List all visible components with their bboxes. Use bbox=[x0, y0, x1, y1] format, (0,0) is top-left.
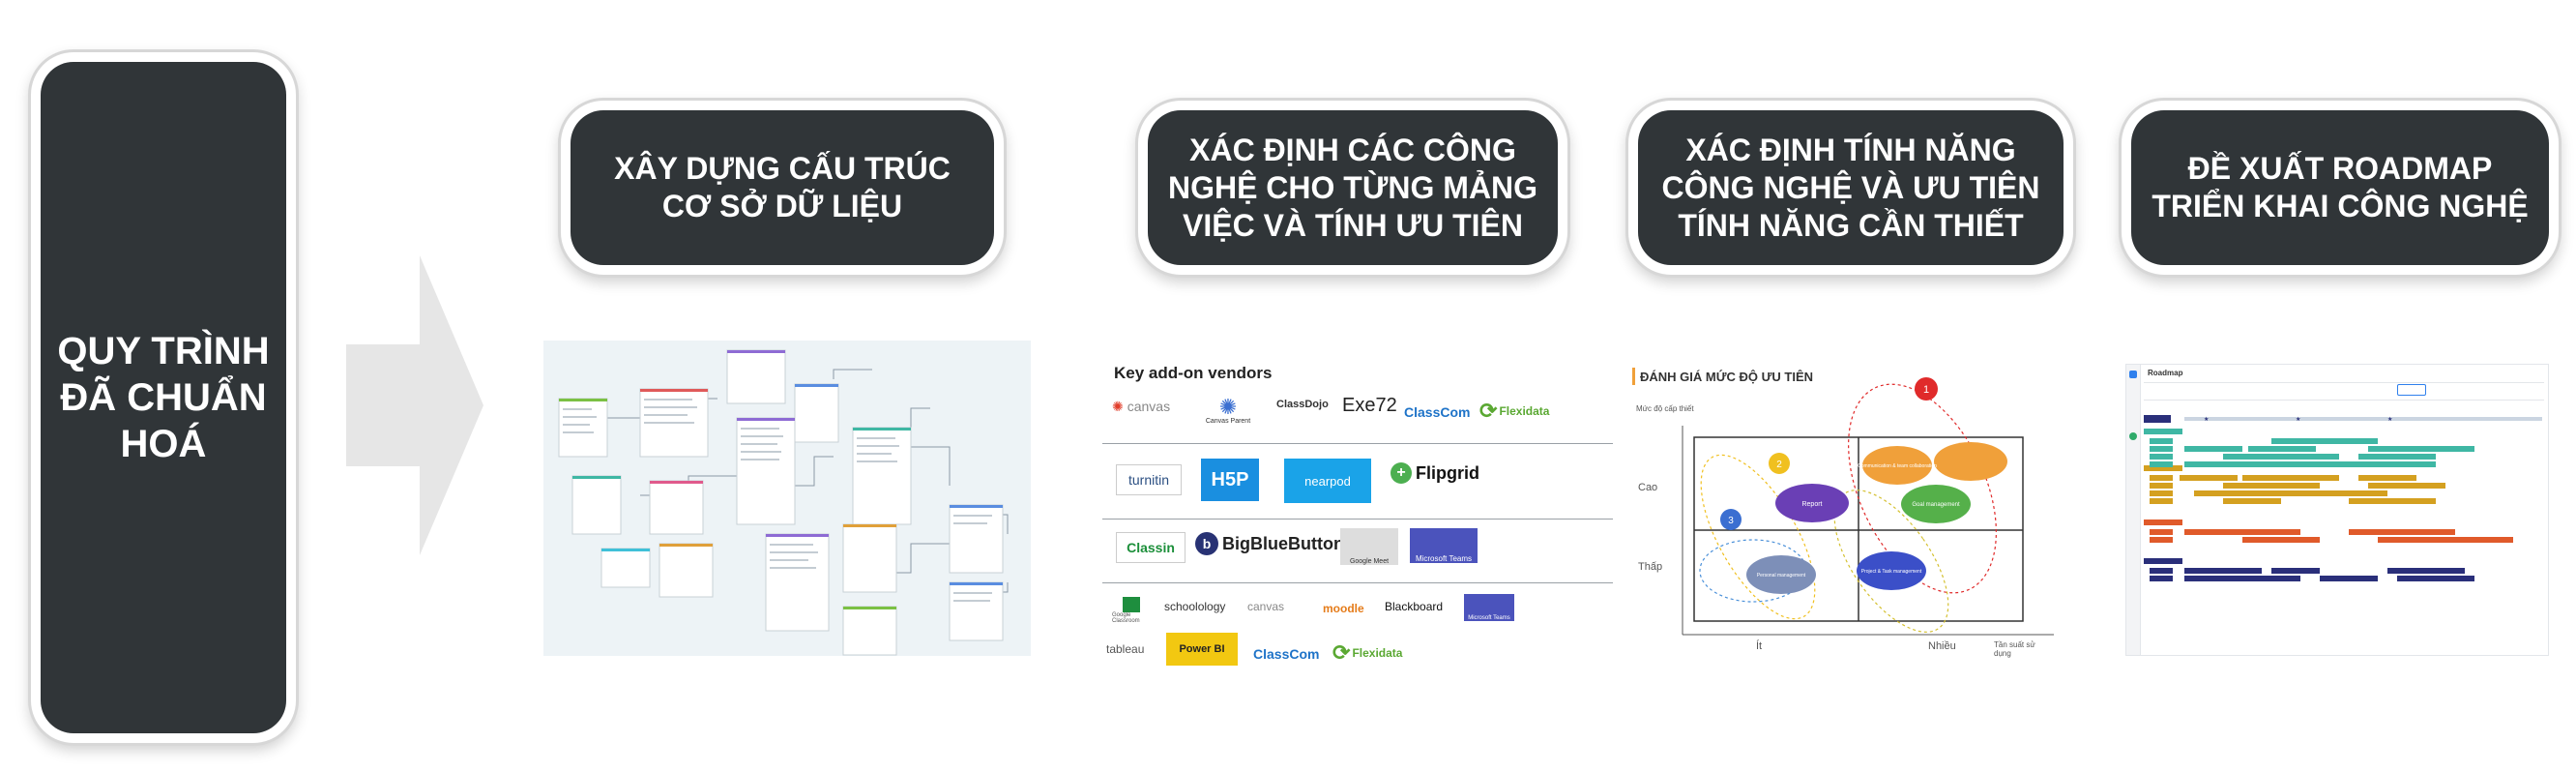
step-1-label: XÂY DỰNG CẤU TRÚC CƠ SỞ DỮ LIỆU bbox=[614, 151, 951, 223]
vendor-flexidata-2: ⟳Flexidata bbox=[1332, 640, 1403, 665]
vendor-classcom: ClassCom bbox=[1404, 404, 1471, 420]
vendor-canvas-2: canvas bbox=[1247, 600, 1285, 613]
process-arrow-icon bbox=[346, 255, 483, 555]
canvas-parent-icon: ✺ bbox=[1218, 394, 1238, 419]
vendor-power-bi: Power BI bbox=[1166, 633, 1238, 666]
svg-text:★: ★ bbox=[2387, 416, 2392, 423]
vendor-blackboard: Blackboard bbox=[1385, 600, 1444, 613]
matrix-group-3: 3 bbox=[1728, 516, 1734, 526]
vendor-moodle: moodle bbox=[1323, 602, 1364, 615]
matrix-node-communication: Communication & team collaboration bbox=[1858, 463, 1937, 469]
matrix-node-project: Project & Task management bbox=[1861, 569, 1922, 575]
vendors-thumbnail: Key add-on vendors ✺canvas ✺Canvas Paren… bbox=[1102, 356, 1613, 675]
step-2-label: XÁC ĐỊNH CÁC CÔNG NGHỆ CHO TỪNG MẢNG VIỆ… bbox=[1167, 132, 1538, 243]
flexidata-icon: ⟳ bbox=[1479, 399, 1498, 423]
canvas-icon: ✺ bbox=[1112, 398, 1124, 414]
matrix-x-axis-label: Tần suất sử dụng bbox=[1994, 640, 2035, 658]
matrix-y-axis-label: Mức độ cấp thiết bbox=[1636, 404, 1694, 413]
flexidata-icon: ⟳ bbox=[1332, 640, 1351, 665]
step-1-box: XÂY DỰNG CẤU TRÚC CƠ SỞ DỮ LIỆU bbox=[571, 110, 994, 265]
matrix-node-report: Report bbox=[1801, 501, 1822, 508]
roadmap-title: Roadmap bbox=[2148, 369, 2183, 377]
step-4-label: ĐỀ XUẤT ROADMAP TRIỂN KHAI CÔNG NGHỆ bbox=[2152, 151, 2529, 223]
step-3-box: XÁC ĐỊNH TÍNH NĂNG CÔNG NGHỆ VÀ ƯU TIÊN … bbox=[1638, 110, 2064, 265]
vendor-tableau: tableau bbox=[1106, 642, 1145, 656]
roadmap-add-button[interactable] bbox=[2397, 384, 2426, 396]
vendor-microsoft-teams-2: Microsoft Teams bbox=[1464, 594, 1514, 621]
step-3-label: XÁC ĐỊNH TÍNH NĂNG CÔNG NGHỆ VÀ ƯU TIÊN … bbox=[1661, 132, 2040, 243]
matrix-x-high: Nhiều bbox=[1928, 640, 1956, 652]
vendor-canvas: ✺canvas bbox=[1112, 398, 1171, 415]
database-erd-thumbnail bbox=[543, 341, 1031, 656]
matrix-group-1: 1 bbox=[1923, 384, 1929, 396]
vendor-schoolology: schoolology bbox=[1164, 600, 1226, 613]
priority-matrix-thumbnail: ĐÁNH GIÁ MỨC ĐỘ ƯU TIÊN Mức độ cấp thiết… bbox=[1632, 368, 2054, 658]
vendor-google-meet: Google Meet bbox=[1340, 528, 1398, 565]
roadmap-gantt: ★ ★ ★ bbox=[2144, 415, 2542, 581]
vendor-nearpod: nearpod bbox=[1284, 459, 1371, 503]
main-process-box: QUY TRÌNH ĐÃ CHUẨN HOÁ bbox=[41, 62, 286, 733]
vendors-title: Key add-on vendors bbox=[1114, 364, 1273, 382]
svg-text:★: ★ bbox=[2296, 416, 2300, 423]
vendor-classcom-2: ClassCom bbox=[1253, 646, 1320, 662]
svg-text:★: ★ bbox=[2204, 416, 2209, 423]
vendor-divider bbox=[1102, 443, 1613, 444]
main-process-title: QUY TRÌNH ĐÃ CHUẨN HOÁ bbox=[57, 330, 270, 465]
flipgrid-icon: + bbox=[1390, 462, 1412, 484]
matrix-grid: 1 2 3 Report Communication & team collab… bbox=[1682, 377, 2054, 636]
matrix-node-goal: Goal management bbox=[1912, 502, 1960, 508]
roadmap-avatar bbox=[2129, 432, 2137, 440]
roadmap-thumbnail: Roadmap ★ ★ ★ bbox=[2125, 364, 2549, 656]
vendor-classin: Classin bbox=[1116, 532, 1186, 563]
matrix-node-personal: Personal management bbox=[1757, 573, 1806, 579]
vendor-h5p: H5P bbox=[1201, 459, 1259, 501]
google-classroom-icon bbox=[1123, 597, 1140, 612]
matrix-title: ĐÁNH GIÁ MỨC ĐỘ ƯU TIÊN bbox=[1640, 370, 1814, 384]
matrix-group-2: 2 bbox=[1776, 460, 1782, 470]
matrix-title-accent bbox=[1632, 368, 1635, 385]
step-2-box: XÁC ĐỊNH CÁC CÔNG NGHỆ CHO TỪNG MẢNG VIỆ… bbox=[1148, 110, 1558, 265]
vendor-classdojo: ClassDojo bbox=[1276, 399, 1329, 410]
roadmap-toolbar-divider bbox=[2144, 382, 2544, 383]
vendor-canvas-parent: ✺Canvas Parent bbox=[1205, 394, 1251, 425]
roadmap-header-divider bbox=[2144, 400, 2544, 401]
roadmap-logo-icon bbox=[2129, 371, 2137, 378]
matrix-y-high: Cao bbox=[1638, 482, 1658, 493]
step-4-box: ĐỀ XUẤT ROADMAP TRIỂN KHAI CÔNG NGHỆ bbox=[2131, 110, 2549, 265]
vendor-microsoft-teams: Microsoft Teams bbox=[1410, 528, 1478, 563]
vendor-flexidata: ⟳Flexidata bbox=[1479, 399, 1550, 423]
matrix-y-low: Thấp bbox=[1638, 561, 1663, 573]
bigbluebutton-icon: b bbox=[1195, 532, 1218, 555]
vendor-flipgrid: +Flipgrid bbox=[1390, 462, 1479, 484]
vendor-divider bbox=[1102, 519, 1613, 520]
erd-diagram bbox=[558, 349, 1009, 656]
matrix-x-low: Ít bbox=[1756, 640, 1763, 652]
vendor-exe72: Exe72 bbox=[1342, 395, 1397, 416]
vendor-google-classroom: Google Classroom bbox=[1112, 594, 1151, 627]
vendor-turnitin: turnitin bbox=[1116, 464, 1182, 495]
vendor-divider bbox=[1102, 582, 1613, 583]
